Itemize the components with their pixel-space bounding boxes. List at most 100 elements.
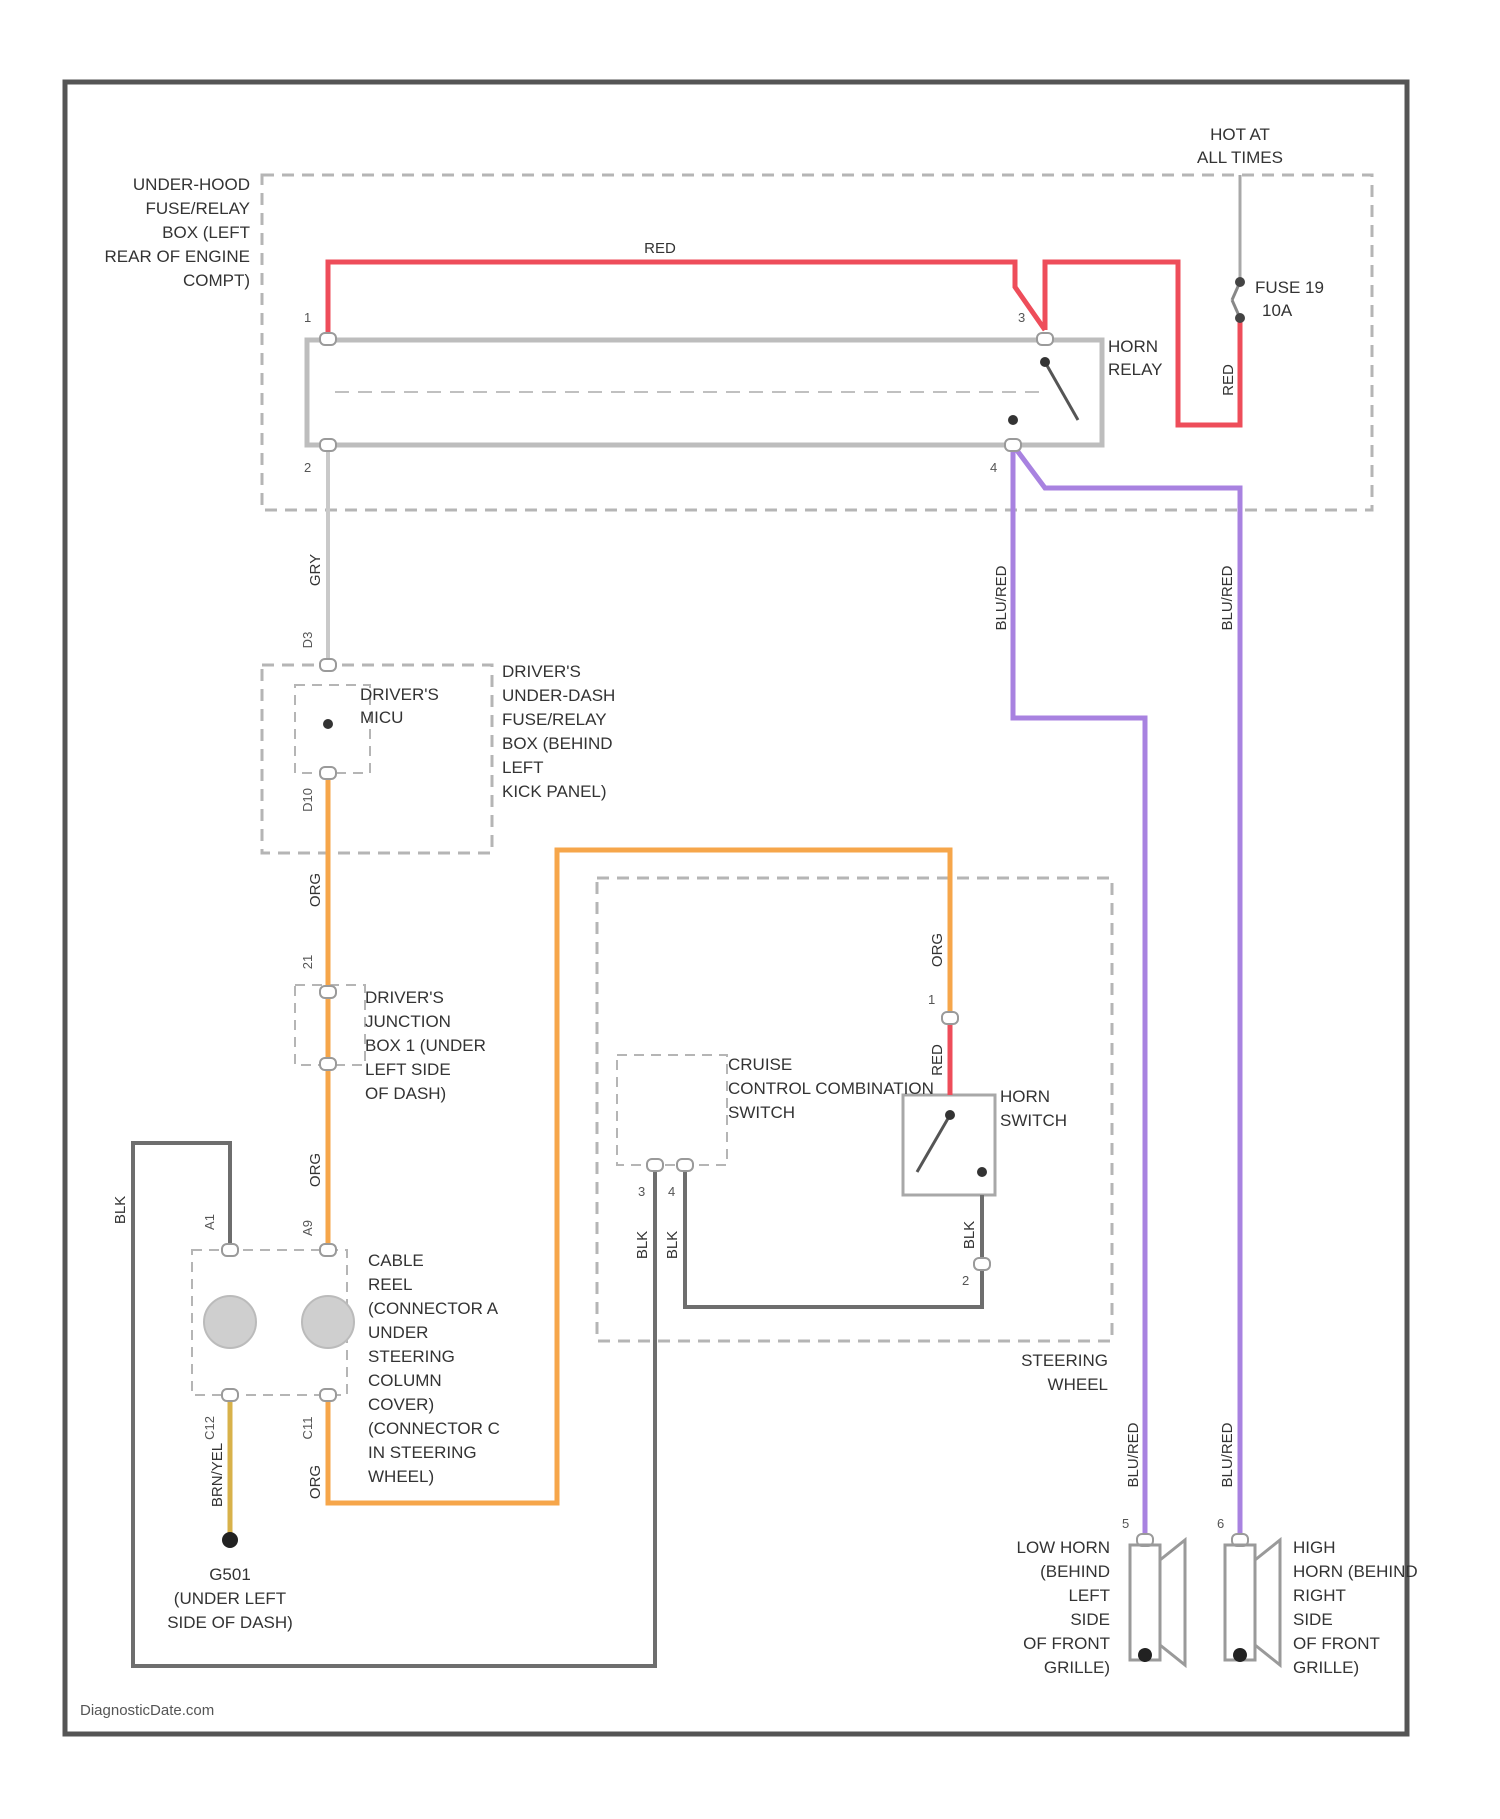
- high-horn-label-line: OF FRONT: [1293, 1634, 1380, 1653]
- underhood-label-line: BOX (LEFT: [162, 223, 250, 242]
- pin-relay-1: 1: [304, 310, 311, 325]
- cable-reel-label-line: WHEEL): [368, 1467, 434, 1486]
- ground-point: [222, 1532, 238, 1548]
- cable-reel-coil-b: [302, 1296, 354, 1348]
- label-steering-wheel: STEERING WHEEL: [1021, 1351, 1108, 1394]
- wire-label-gry: GRY: [307, 554, 324, 586]
- wire-label-org-2: ORG: [307, 1153, 324, 1187]
- horn-switch-label-line: SWITCH: [1000, 1111, 1067, 1130]
- terminal-21: [320, 986, 336, 998]
- pin-d3: D3: [300, 632, 315, 649]
- terminal-junction-bottom: [320, 1058, 336, 1070]
- cable-reel-label-line: (CONNECTOR A: [368, 1299, 499, 1318]
- pin-relay-2: 2: [304, 460, 311, 475]
- high-horn-body: [1225, 1545, 1255, 1660]
- underdash-label-line: FUSE/RELAY: [502, 710, 607, 729]
- pin-3: 3: [638, 1184, 645, 1199]
- horn-switch-contact: [917, 1115, 950, 1172]
- ground-label-line: G501: [209, 1565, 251, 1584]
- low-horn-label-line: GRILLE): [1044, 1658, 1110, 1677]
- hot-label-line: HOT AT: [1210, 125, 1270, 144]
- cruise-label-line: SWITCH: [728, 1103, 795, 1122]
- credit-text: DiagnosticDate.com: [80, 1702, 214, 1719]
- terminal-horn-sw-1: [942, 1012, 958, 1024]
- cable-reel-label-line: STEERING: [368, 1347, 455, 1366]
- pin-4: 4: [668, 1184, 675, 1199]
- low-horn: [1130, 1540, 1185, 1665]
- diagram-frame: [65, 82, 1407, 1734]
- label-horn-switch: HORN SWITCH: [1000, 1087, 1067, 1130]
- underhood-label-line: FUSE/RELAY: [145, 199, 250, 218]
- mivu-box-outline: [295, 685, 370, 773]
- pin-c11: C11: [300, 1417, 315, 1440]
- label-high-horn: HIGH HORN (BEHIND RIGHT SIDE OF FRONT GR…: [1293, 1538, 1418, 1677]
- horn-relay-contact: [1045, 362, 1078, 420]
- wire-label-brn-yel: BRN/YEL: [209, 1443, 226, 1507]
- cable-reel-label-line: COLUMN: [368, 1371, 442, 1390]
- pin-relay-3: 3: [1018, 310, 1025, 325]
- label-fuse: FUSE 19 10A: [1255, 278, 1324, 320]
- label-underhood-box: UNDER-HOOD FUSE/RELAY BOX (LEFT REAR OF …: [105, 175, 250, 290]
- cruise-switch-box-outline: [617, 1055, 727, 1165]
- micu-label-line: DRIVER'S: [360, 685, 439, 704]
- wire-label-blured-1: BLU/RED: [993, 565, 1010, 630]
- junction-label-line: BOX 1 (UNDER: [365, 1036, 486, 1055]
- wire-blk-switch: [685, 1165, 982, 1307]
- label-horn-relay: HORN RELAY: [1108, 337, 1163, 379]
- wire-label-blk-b: BLK: [664, 1231, 681, 1259]
- high-horn-bell: [1255, 1540, 1280, 1665]
- cable-reel-coil-a: [204, 1296, 256, 1348]
- terminal-d10: [320, 767, 336, 779]
- horn-switch-label-line: HORN: [1000, 1087, 1050, 1106]
- pin-1: 1: [928, 992, 935, 1007]
- wire-label-blk-switch: BLK: [961, 1221, 978, 1249]
- high-horn-label-line: GRILLE): [1293, 1658, 1359, 1677]
- horn-relay-label-line: HORN: [1108, 337, 1158, 356]
- underdash-label-line: BOX (BEHIND: [502, 734, 613, 753]
- label-junction-box: DRIVER'S JUNCTION BOX 1 (UNDER LEFT SIDE…: [365, 988, 486, 1103]
- wire-red-top: [328, 262, 1045, 340]
- micu-junction-dot: [323, 719, 333, 729]
- pin-a9: A9: [300, 1220, 315, 1236]
- underhood-label-line: COMPT): [183, 271, 250, 290]
- pin-5: 5: [1122, 1516, 1129, 1531]
- steering-label-line: WHEEL: [1048, 1375, 1108, 1394]
- relay-contact-fixed: [1008, 415, 1018, 425]
- low-horn-body: [1130, 1545, 1160, 1660]
- low-horn-bell: [1160, 1540, 1185, 1665]
- relay-contact-pivot: [1040, 357, 1050, 367]
- wire-label-org-3: ORG: [307, 1465, 324, 1499]
- cable-reel-label-line: CABLE: [368, 1251, 424, 1270]
- wire-label-org-switch: ORG: [929, 933, 946, 967]
- low-horn-ground: [1138, 1648, 1152, 1662]
- junction-label-line: OF DASH): [365, 1084, 446, 1103]
- high-horn-label-line: HORN (BEHIND: [1293, 1562, 1418, 1581]
- terminal-d3: [320, 659, 336, 671]
- terminal-relay-2: [320, 439, 336, 451]
- cruise-label-line: CRUISE: [728, 1055, 792, 1074]
- wire-label-blured-2: BLU/RED: [1219, 565, 1236, 630]
- junction-label-line: DRIVER'S: [365, 988, 444, 1007]
- fuse-label-line: FUSE 19: [1255, 278, 1324, 297]
- underdash-label-line: UNDER-DASH: [502, 686, 615, 705]
- horn-switch-pivot: [945, 1110, 955, 1120]
- wire-label-blured-3: BLU/RED: [1125, 1422, 1142, 1487]
- label-cable-reel: CABLE REEL (CONNECTOR A UNDER STEERING C…: [368, 1251, 500, 1486]
- cable-reel-label-line: IN STEERING: [368, 1443, 477, 1462]
- junction-label-line: JUNCTION: [365, 1012, 451, 1031]
- fuse-label-line: 10A: [1262, 301, 1293, 320]
- terminal-relay-4: [1005, 439, 1021, 451]
- terminal-horn-sw-2: [974, 1258, 990, 1270]
- terminal-relay-3: [1037, 333, 1053, 345]
- junction-label-line: LEFT SIDE: [365, 1060, 451, 1079]
- wire-label-red-top: RED: [644, 240, 676, 257]
- terminal-cruise-b: [677, 1159, 693, 1171]
- wire-label-blk-left: BLK: [112, 1196, 129, 1224]
- micu-label-line: MICU: [360, 708, 403, 727]
- terminal-c12: [222, 1389, 238, 1401]
- terminal-cruise-a: [647, 1159, 663, 1171]
- label-low-horn: LOW HORN (BEHIND LEFT SIDE OF FRONT GRIL…: [1017, 1538, 1111, 1677]
- steering-wheel-box-outline: [597, 878, 1112, 1341]
- pin-21: 21: [300, 955, 315, 969]
